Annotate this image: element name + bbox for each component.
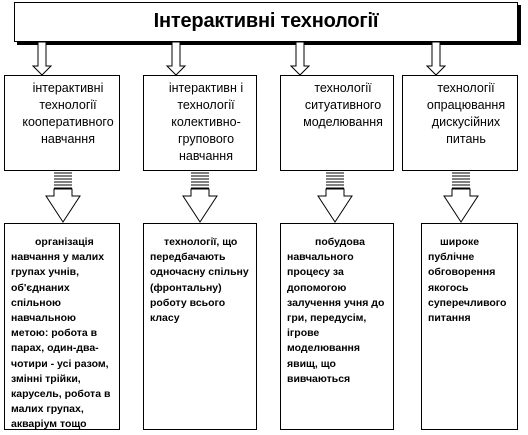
detail-text-2: технології, що передбачають одночасну сп…	[150, 236, 249, 325]
detail-text-4: широке публічне обговорення якогось супе…	[428, 236, 507, 325]
arrow-cat-to-detail-2	[182, 188, 218, 223]
detail-text-3: побудова навчального процесу за допомого…	[287, 236, 385, 385]
arrow-header-to-cat-4	[425, 41, 447, 76]
category-label-3: технології ситуативного моделювання	[303, 81, 383, 129]
category-box-1: інтерактивні технології кооперативного н…	[4, 75, 120, 171]
arrow-cat-to-detail-3	[317, 188, 353, 223]
detail-text-1: організація навчання у малих групах учні…	[11, 236, 111, 431]
category-box-4: технології опрацювання дискусійних питан…	[402, 75, 518, 171]
category-box-2: інтерактивн і технології колективно-груп…	[143, 75, 257, 171]
main-title-box: Інтерактивні технології	[14, 2, 518, 42]
striped-arrows	[45, 172, 479, 223]
arrow-header-to-cat-3	[289, 41, 311, 76]
detail-box-2: технології, що передбачають одночасну сп…	[143, 223, 257, 430]
detail-box-3: побудова навчального процесу за допомого…	[280, 223, 394, 430]
category-box-3: технології ситуативного моделювання	[280, 75, 394, 171]
arrow-cat-to-detail-1	[45, 188, 81, 223]
detail-box-4: широке публічне обговорення якогось супе…	[421, 223, 518, 430]
detail-box-1: організація навчання у малих групах учні…	[4, 223, 120, 430]
arrow-header-to-cat-2	[165, 41, 187, 76]
main-title: Інтерактивні технології	[153, 10, 379, 32]
category-label-1: інтерактивні технології кооперативного н…	[22, 81, 114, 146]
arrow-header-to-cat-1	[31, 41, 53, 76]
category-label-2: інтерактивн і технології колективно-груп…	[168, 81, 244, 163]
category-label-4: технології опрацювання дискусійних питан…	[426, 81, 506, 146]
arrow-cat-to-detail-4	[443, 188, 479, 223]
